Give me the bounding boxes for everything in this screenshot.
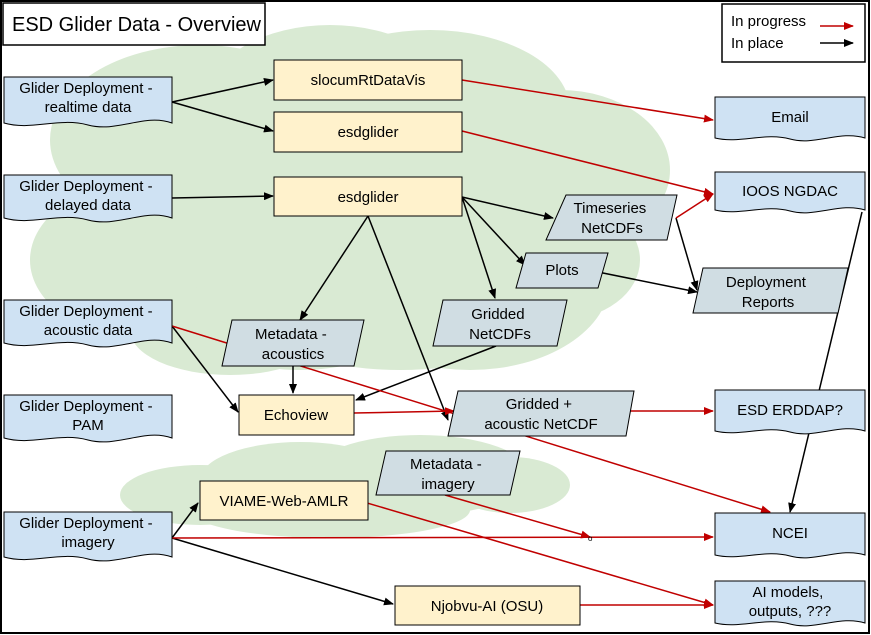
product-meta-acoustics-line1: Metadata - [255, 326, 327, 343]
process-njobvu: Njobvu-AI (OSU) [394, 585, 581, 626]
svg-text:Glider Deployment - imag: Glider Deployment - imagery [19, 515, 157, 551]
process-njobvu-label: Njobvu-AI (OSU) [431, 598, 544, 615]
process-esdglider-realtime-label: esdglider [338, 124, 399, 141]
product-deployment-reports-line1: Deployment [726, 274, 807, 291]
product-deployment-reports-line2: Reports [742, 294, 795, 311]
source-delayed-line2: delayed data [45, 197, 132, 214]
dest-ncei-label: NCEI [772, 525, 808, 542]
product-gridded: Gridded NetCDFs [432, 299, 568, 347]
dest-ai: AI models, outputs, ??? [714, 580, 866, 627]
dest-ncei: NCEI [714, 512, 866, 559]
product-plots-label: Plots [545, 262, 578, 279]
arrow-imagery-to-ncei [171, 533, 714, 542]
product-meta-imagery-line1: Metadata - [410, 456, 482, 473]
arrow-imagery-to-njobvu [171, 537, 394, 606]
process-slocum-label: slocumRtDataVis [311, 72, 426, 89]
source-pam-line2: PAM [72, 417, 103, 434]
arrow-delayed-to-esdglider [171, 192, 274, 201]
arrow-esdglider-to-meta-acoustics [299, 215, 369, 321]
product-meta-acoustics: Metadata - acoustics [221, 319, 365, 367]
product-timeseries: Timeseries NetCDFs [545, 194, 678, 241]
arrow-timeseries-to-ioos [675, 193, 714, 219]
dest-erddap-label: ESD ERDDAP? [737, 402, 843, 419]
legend: In progress In place [721, 3, 866, 63]
product-meta-imagery-line2: imagery [421, 476, 475, 493]
arrow-esdglider-to-gridded [461, 196, 497, 299]
svg-text:Deployment Reports: Deployment Reports [726, 274, 810, 311]
product-deployment-reports: Deployment Reports [692, 267, 849, 314]
product-gridded-line1: Gridded [471, 306, 524, 323]
arrow-esdglider-rt-to-ioos [461, 130, 714, 196]
process-esdglider-delayed: esdglider [273, 176, 463, 217]
svg-text:Glider Deployment - acou: Glider Deployment - acoustic data [19, 303, 157, 339]
source-pam: Glider Deployment - PAM [3, 394, 173, 443]
product-gridded-line2: NetCDFs [469, 326, 531, 343]
arrows-in-place [171, 78, 863, 606]
svg-text:Glider Deployment - dela: Glider Deployment - delayed data [19, 178, 157, 214]
dest-ioos-label: IOOS NGDAC [742, 183, 838, 200]
dest-erddap: ESD ERDDAP? [714, 389, 866, 435]
arrow-esdglider-to-gridded-acoustic [367, 215, 449, 421]
page-title: ESD Glider Data - Overview [12, 14, 262, 36]
arrow-viame-to-ai [339, 494, 714, 607]
product-timeseries-line2: NetCDFs [581, 220, 643, 237]
process-esdglider-realtime: esdglider [273, 111, 463, 153]
product-meta-acoustics-line2: acoustics [262, 346, 325, 363]
arrow-echoview-to-gridded-acoustic [353, 407, 455, 416]
arrow-esdglider-to-timeseries [461, 196, 554, 220]
arrow-timeseries-to-reports [675, 217, 699, 291]
process-esdglider-delayed-label: esdglider [338, 189, 399, 206]
svg-text:Glider Deployment - PAM: Glider Deployment - PAM [19, 398, 157, 434]
svg-text:Metadata - acoustics: Metadata - acoustics [255, 326, 331, 363]
product-meta-imagery: Metadata - imagery [375, 450, 521, 496]
svg-text:Gridded NetCDFs: Gridded NetCDFs [469, 306, 531, 343]
dest-ioos: IOOS NGDAC [714, 171, 866, 214]
product-timeseries-line1: Timeseries [574, 200, 647, 217]
source-acoustic-line1: Glider Deployment - [19, 303, 152, 320]
svg-text:Glider Deployment - real: Glider Deployment - realtime data [19, 80, 157, 116]
arrow-acoustic-to-echoview [171, 325, 239, 413]
svg-text:Gridded + acoustic NetCD: Gridded + acoustic NetCDF [484, 396, 597, 433]
product-gridded-acoustic: Gridded + acoustic NetCDF [447, 390, 635, 437]
process-viame-label: VIAME-Web-AMLR [220, 493, 349, 510]
source-delayed: Glider Deployment - delayed data [3, 174, 173, 223]
title-box [2, 2, 266, 46]
source-delayed-line1: Glider Deployment - [19, 178, 152, 195]
process-viame: VIAME-Web-AMLR [199, 480, 369, 521]
source-acoustic-line2: acoustic data [44, 322, 133, 339]
source-acoustic: Glider Deployment - acoustic data [3, 299, 173, 348]
arrow-imagery-to-viame [171, 502, 199, 539]
product-gridded-acoustic-line2: acoustic NetCDF [484, 416, 597, 433]
source-imagery-line1: Glider Deployment - [19, 515, 152, 532]
product-plots: Plots [515, 252, 609, 289]
source-realtime: Glider Deployment - realtime data [3, 76, 173, 128]
arrow-realtime-to-slocum [171, 78, 274, 103]
source-realtime-line1: Glider Deployment - [19, 80, 152, 97]
source-imagery: Glider Deployment - imagery [3, 511, 173, 562]
source-imagery-line2: imagery [61, 534, 115, 551]
dest-ai-line1: AI models, [752, 584, 823, 601]
svg-text:Metadata - imagery: Metadata - imagery [410, 456, 486, 493]
svg-text:AI models, outputs, ???: AI models, outputs, ??? [749, 584, 832, 620]
arrow-esdglider-to-plots [461, 196, 526, 266]
arrow-slocum-to-email [461, 79, 714, 123]
process-slocum: slocumRtDataVis [273, 59, 463, 101]
product-gridded-acoustic-line1: Gridded + [506, 396, 573, 413]
source-realtime-line2: realtime data [45, 99, 132, 116]
legend-in-place-label: In place [731, 35, 784, 52]
process-echoview: Echoview [238, 394, 355, 436]
legend-in-progress-label: In progress [731, 13, 806, 30]
dest-email: Email [714, 96, 866, 142]
arrow-meta-imagery-to-ncei [444, 494, 591, 539]
arrow-plots-to-reports [597, 271, 698, 295]
source-pam-line1: Glider Deployment - [19, 398, 152, 415]
process-echoview-label: Echoview [264, 407, 328, 424]
dest-email-label: Email [771, 109, 809, 126]
stray-mark: o [588, 534, 593, 543]
arrow-ioos-to-ncei [788, 211, 863, 513]
svg-text:Timeseries NetCDFs: Timeseries NetCDFs [574, 200, 651, 237]
arrow-realtime-to-esdglider [171, 101, 274, 133]
dest-ai-line2: outputs, ??? [749, 603, 832, 620]
